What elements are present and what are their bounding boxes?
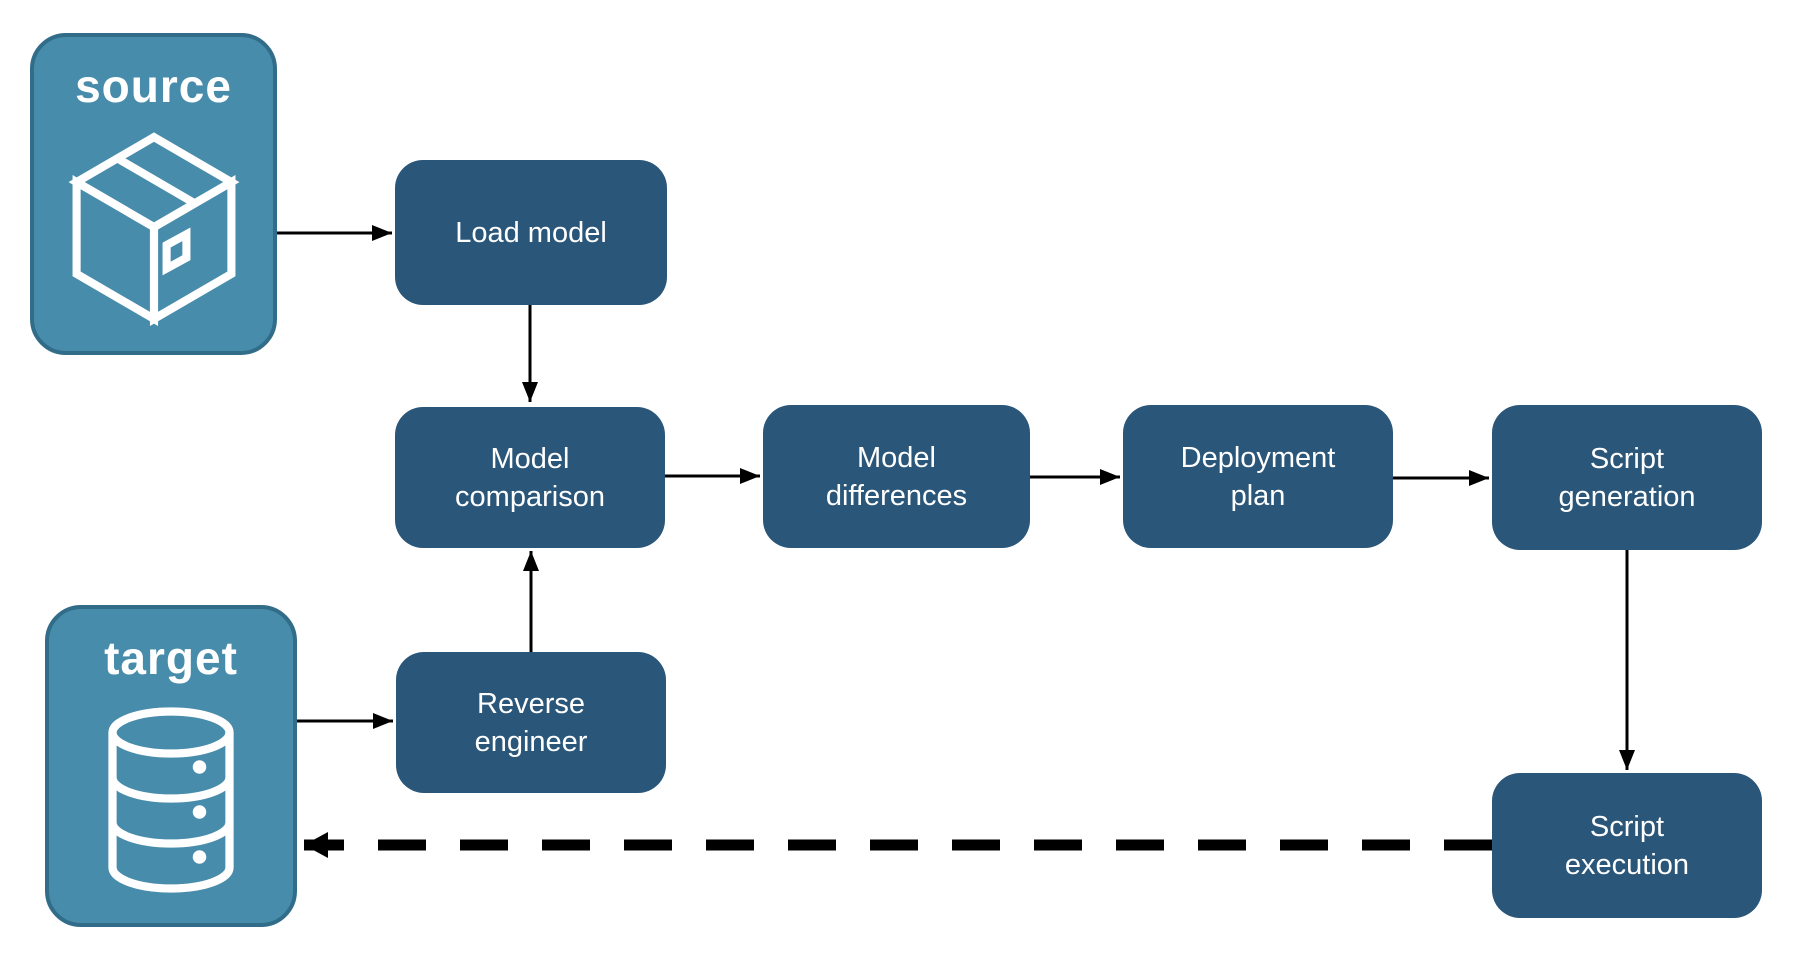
endpoint-target-label: target bbox=[104, 632, 238, 684]
node-model-differences-label: Model differences bbox=[825, 441, 968, 512]
node-reverse-engineer-label: Reverse engineer bbox=[474, 687, 588, 758]
endpoint-source: source bbox=[30, 33, 277, 355]
node-load-model: Load model bbox=[395, 160, 667, 305]
node-script-generation-label: Script generation bbox=[1558, 442, 1696, 513]
node-model-comparison-label: Model comparison bbox=[455, 442, 605, 513]
node-script-execution-label: Script execution bbox=[1564, 810, 1690, 881]
node-script-generation: Script generation bbox=[1492, 405, 1762, 550]
node-deployment-plan-label: Deployment plan bbox=[1180, 441, 1336, 512]
node-script-execution: Script execution bbox=[1492, 773, 1762, 918]
node-load-model-label: Load model bbox=[455, 216, 607, 249]
node-reverse-engineer: Reverse engineer bbox=[396, 652, 666, 793]
node-model-differences: Model differences bbox=[763, 405, 1030, 548]
endpoint-target: target bbox=[45, 605, 297, 927]
node-deployment-plan: Deployment plan bbox=[1123, 405, 1393, 548]
node-model-comparison: Model comparison bbox=[395, 407, 665, 548]
endpoint-source-label: source bbox=[75, 60, 232, 112]
package-icon bbox=[68, 132, 239, 326]
database-icon bbox=[108, 707, 234, 893]
